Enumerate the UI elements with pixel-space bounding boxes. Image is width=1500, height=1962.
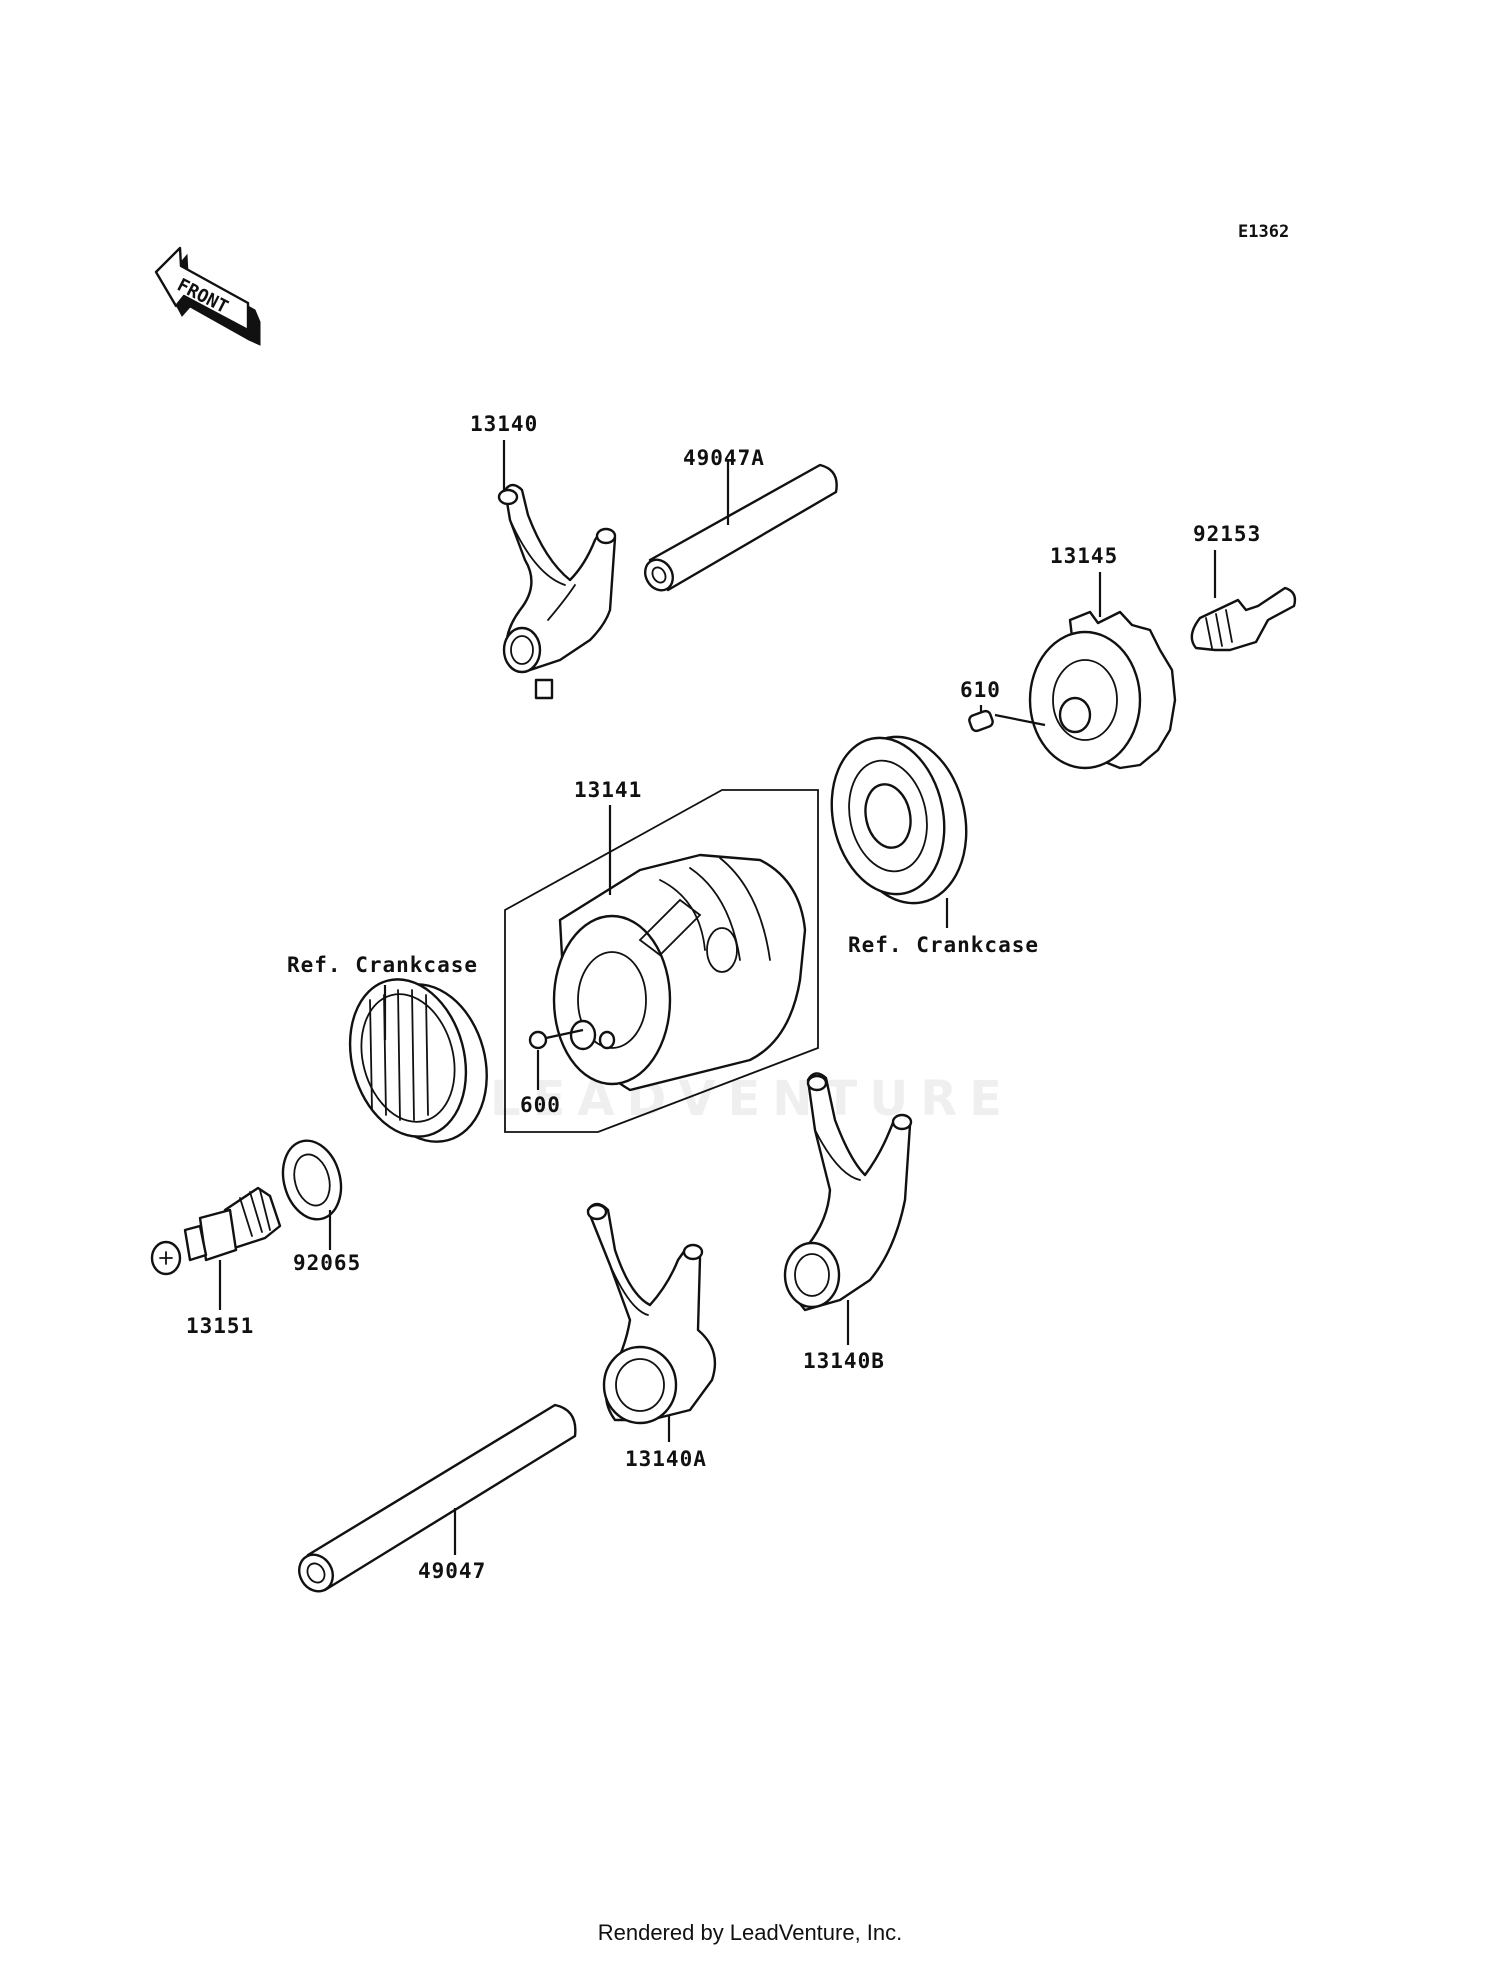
washer-92065 bbox=[281, 1139, 343, 1221]
footer-credit: Rendered by LeadVenture, Inc. bbox=[597, 1920, 903, 1945]
label-13140b: 13140B bbox=[803, 1349, 885, 1373]
shift-fork-13140b bbox=[783, 1072, 913, 1312]
label-610: 610 bbox=[960, 678, 1001, 702]
label-13141: 13141 bbox=[574, 778, 642, 802]
label-13145: 13145 bbox=[1050, 544, 1118, 568]
shift-rod-49047a bbox=[643, 463, 838, 592]
neutral-switch-13151 bbox=[150, 1186, 282, 1276]
label-49047a: 49047A bbox=[683, 446, 765, 470]
shift-rod-49047 bbox=[297, 1403, 577, 1593]
label-ref-crankcase-right: Ref. Crankcase bbox=[848, 933, 1039, 957]
label-13140a: 13140A bbox=[625, 1447, 707, 1471]
shift-fork-13140 bbox=[497, 483, 617, 700]
bearing-left bbox=[348, 978, 488, 1143]
ball-600 bbox=[528, 1030, 548, 1050]
label-600: 600 bbox=[520, 1093, 561, 1117]
bolt-92153 bbox=[1190, 586, 1297, 652]
diagram-code: E1362 bbox=[1238, 222, 1289, 242]
label-ref-crankcase-left: Ref. Crankcase bbox=[287, 953, 478, 977]
shift-drum-13141 bbox=[552, 853, 807, 1092]
label-92153: 92153 bbox=[1193, 522, 1261, 546]
watermark: LEADVENTURE bbox=[490, 1071, 1014, 1127]
pin-610 bbox=[968, 709, 994, 733]
shift-fork-13140a bbox=[586, 1202, 717, 1425]
label-13140: 13140 bbox=[470, 412, 538, 436]
drum-callout-box bbox=[504, 789, 819, 1133]
front-arrow-icon: FRONT bbox=[154, 246, 261, 346]
label-49047: 49047 bbox=[418, 1559, 486, 1583]
bearing-right bbox=[830, 735, 968, 905]
shift-drum-cam-13145 bbox=[1028, 610, 1177, 770]
label-92065: 92065 bbox=[293, 1251, 361, 1275]
label-13151: 13151 bbox=[186, 1314, 254, 1338]
